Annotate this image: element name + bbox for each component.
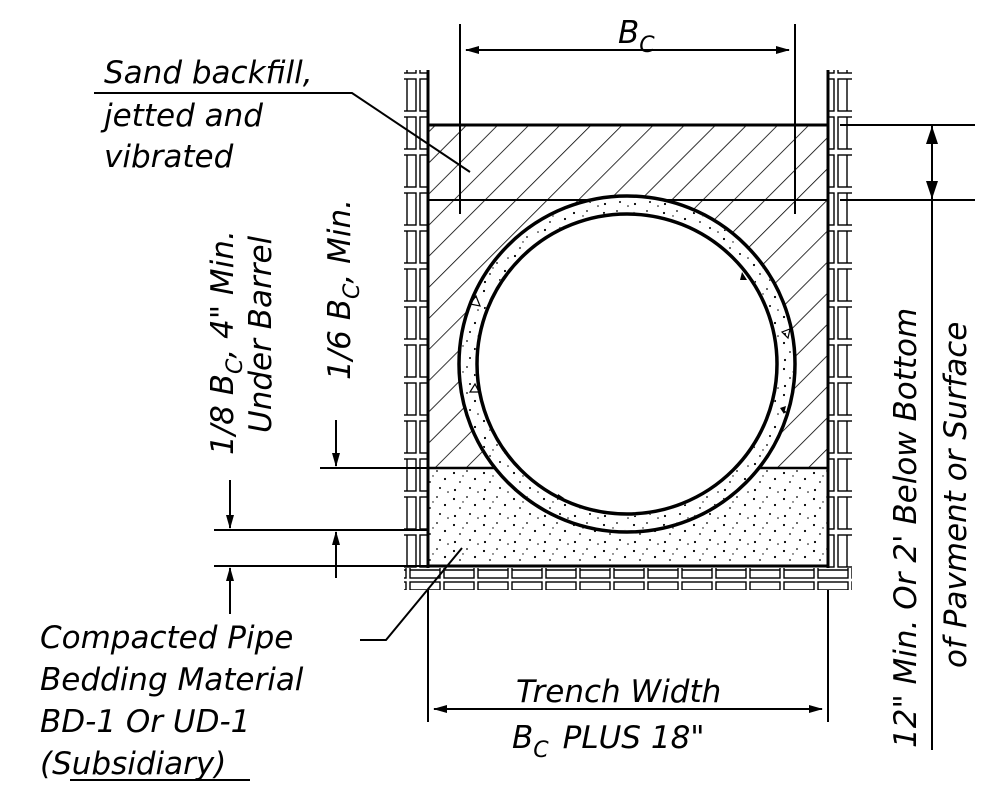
svg-text:1/6 BC, Min.: 1/6 BC, Min. <box>322 199 365 380</box>
trench-width-label: Trench Width <box>516 674 721 710</box>
sand-backfill-leader <box>94 92 471 173</box>
pipe <box>457 194 797 534</box>
svg-text:1/8 BC, 4" Min.: 1/8 BC, 4" Min. <box>205 230 248 455</box>
left-trench-wall <box>404 70 428 568</box>
trench-width-dimension <box>427 590 829 722</box>
depth-label: 12" Min. Or 2' Below Bottom <box>888 308 924 748</box>
sand-backfill-label-1: Sand backfill, <box>104 55 313 91</box>
svg-text:12" Min. Or 2' Below Bottom: 12" Min. Or 2' Below Bottom <box>888 308 924 748</box>
bedding-label-1: Compacted Pipe <box>40 620 293 656</box>
bedding-label-3: BD-1 Or UD-1 <box>40 704 250 740</box>
svg-text:of Pavment or Surface: of Pavment or Surface <box>938 322 974 668</box>
bc-top-dimension <box>459 24 796 214</box>
right-trench-wall <box>828 70 852 568</box>
depth-dimension <box>840 124 975 750</box>
trench-bottom-soil <box>404 568 852 590</box>
depth-label-2: of Pavment or Surface <box>938 322 974 668</box>
bedding-depth-dimensions <box>214 420 428 614</box>
sand-backfill-label-2: jetted and <box>100 98 263 134</box>
sand-backfill-label-3: vibrated <box>104 139 234 175</box>
bedding-label-4: (Subsidiary) <box>40 746 226 782</box>
under-barrel-label: 1/8 BC, 4" Min. Under Barrel <box>205 230 279 455</box>
bedding-label-2: Bedding Material <box>40 662 304 698</box>
bc-top-label: BC <box>618 15 655 58</box>
sixth-bc-label: 1/6 BC, Min. <box>322 199 365 380</box>
svg-text:Under Barrel: Under Barrel <box>243 235 279 433</box>
bedding-leader <box>360 547 463 641</box>
